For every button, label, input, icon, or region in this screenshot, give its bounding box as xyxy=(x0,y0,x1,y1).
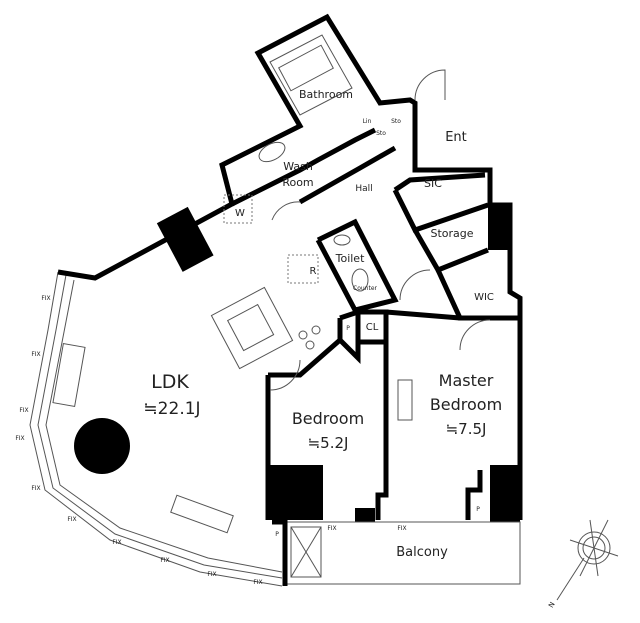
fix-label: FIX xyxy=(19,407,28,414)
fix-label: FIX xyxy=(112,539,121,546)
p-label-1: P xyxy=(346,325,350,332)
fix-label: FIX xyxy=(327,525,336,532)
column xyxy=(74,418,130,474)
p-label-2: P xyxy=(275,531,279,538)
master-bedroom-area: ≒7.5J xyxy=(446,420,487,438)
bathroom-label: Bathroom xyxy=(299,88,353,101)
balcony-label: Balcony xyxy=(396,545,448,560)
ldk-area: ≒22.1J xyxy=(143,399,200,419)
fix-label: FIX xyxy=(253,579,262,586)
fix-label: FIX xyxy=(41,295,50,302)
counter-label: Counter xyxy=(353,285,378,292)
bedroom-label: Bedroom xyxy=(292,409,364,428)
lin-label: Lin xyxy=(363,118,372,125)
fix-label: FIX xyxy=(31,351,40,358)
north-label: N xyxy=(547,601,557,610)
w-label: W xyxy=(235,208,245,219)
window-wall xyxy=(29,271,283,587)
master-bedroom-label-2: Bedroom xyxy=(430,395,502,414)
sic-label: SIC xyxy=(424,177,442,190)
ldk-label: LDK xyxy=(151,371,189,393)
compass-icon: N xyxy=(547,519,619,610)
fix-label: FIX xyxy=(397,525,406,532)
bedroom-area: ≒5.2J xyxy=(308,434,349,452)
fix-label: FIX xyxy=(67,516,76,523)
p-label-3: P xyxy=(476,506,480,513)
toilet-label: Toilet xyxy=(335,252,365,265)
wash-room-label-1: Wash xyxy=(283,160,313,173)
hall-label: Hall xyxy=(355,184,372,194)
sto-label-1: Sto xyxy=(391,118,401,125)
master-bedroom-label-1: Master xyxy=(439,371,494,390)
storage-label: Storage xyxy=(430,227,473,240)
wic-label: WIC xyxy=(474,292,494,303)
sto-label-2: Sto xyxy=(376,130,386,137)
cl-label: CL xyxy=(366,322,379,333)
fix-label: FIX xyxy=(15,435,24,442)
fix-label: FIX xyxy=(160,557,169,564)
ent-label: Ent xyxy=(445,130,467,145)
wash-room-label-2: Room xyxy=(282,176,313,189)
fix-label: FIX xyxy=(207,571,216,578)
r-label: R xyxy=(310,266,317,277)
fix-label: FIX xyxy=(31,485,40,492)
